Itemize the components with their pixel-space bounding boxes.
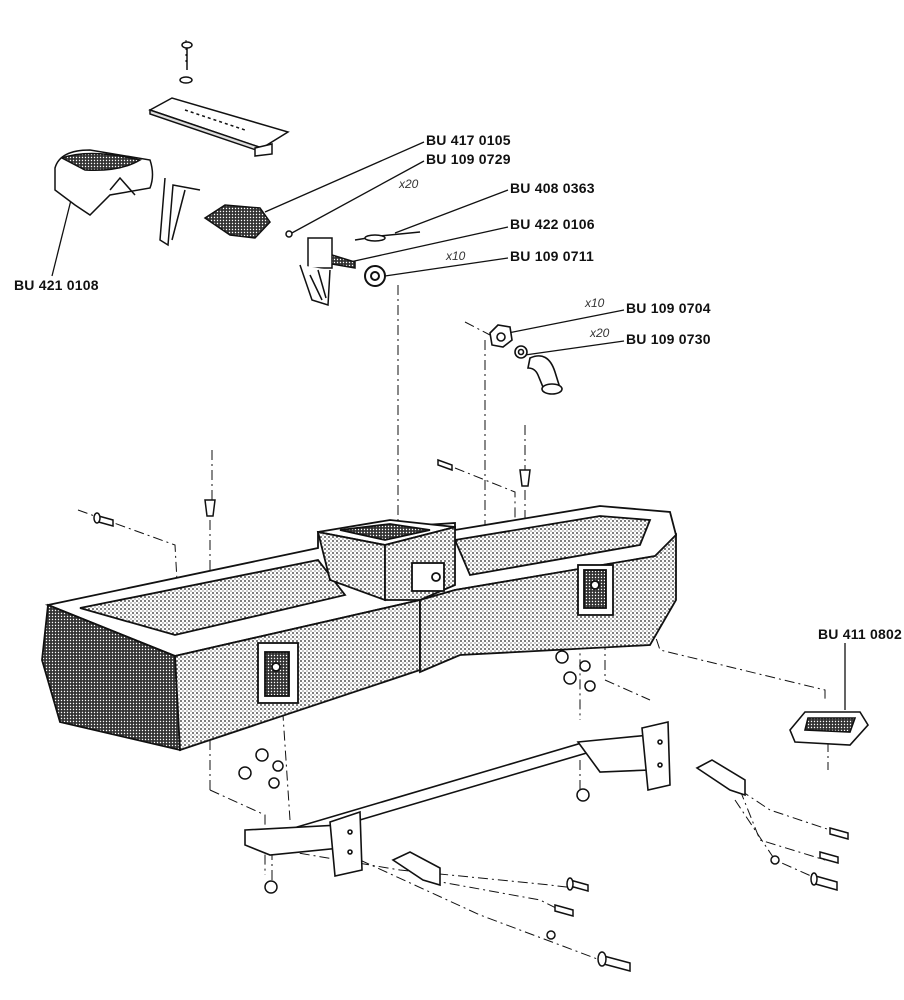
qty-label-p2: x20: [399, 177, 419, 191]
assembly-lines: [77, 40, 831, 961]
part-label-p2: BU 109 0729: [426, 151, 511, 167]
pivot-pin-icon: [354, 231, 421, 242]
part-label-p1: BU 417 0105: [426, 132, 511, 148]
washer-icon: [364, 265, 386, 287]
qty-label-p5: x10: [446, 249, 466, 263]
part-label-p3: BU 408 0363: [510, 180, 595, 196]
lock-mechanism-icon: [203, 204, 293, 239]
qty-label-p8: x20: [590, 326, 610, 340]
part-label-p9: BU 411 0802: [818, 626, 902, 642]
mounting-frame-icon: [244, 721, 746, 887]
part-label-p6: BU 421 0108: [14, 277, 99, 293]
water-tank-icon: [41, 505, 677, 752]
part-label-p4: BU 422 0106: [510, 216, 595, 232]
nut-washer-icons: [238, 650, 596, 894]
qty-label-p7: x10: [585, 296, 605, 310]
elbow-fitting-icon: [489, 324, 563, 395]
leader-lines: [51, 141, 846, 710]
handle-lid-icon: [789, 711, 869, 746]
valve-fitting-icon: [299, 237, 356, 307]
cover-plate-icon: [148, 97, 290, 157]
handle-cover-icon: [54, 149, 154, 216]
cover-screw-icon: [179, 41, 193, 84]
part-label-p7: BU 109 0704: [626, 300, 711, 316]
part-label-p5: BU 109 0711: [510, 248, 594, 264]
screw-icons: [93, 458, 849, 972]
part-label-p8: BU 109 0730: [626, 331, 711, 347]
latch-rod-icon: [159, 177, 201, 247]
